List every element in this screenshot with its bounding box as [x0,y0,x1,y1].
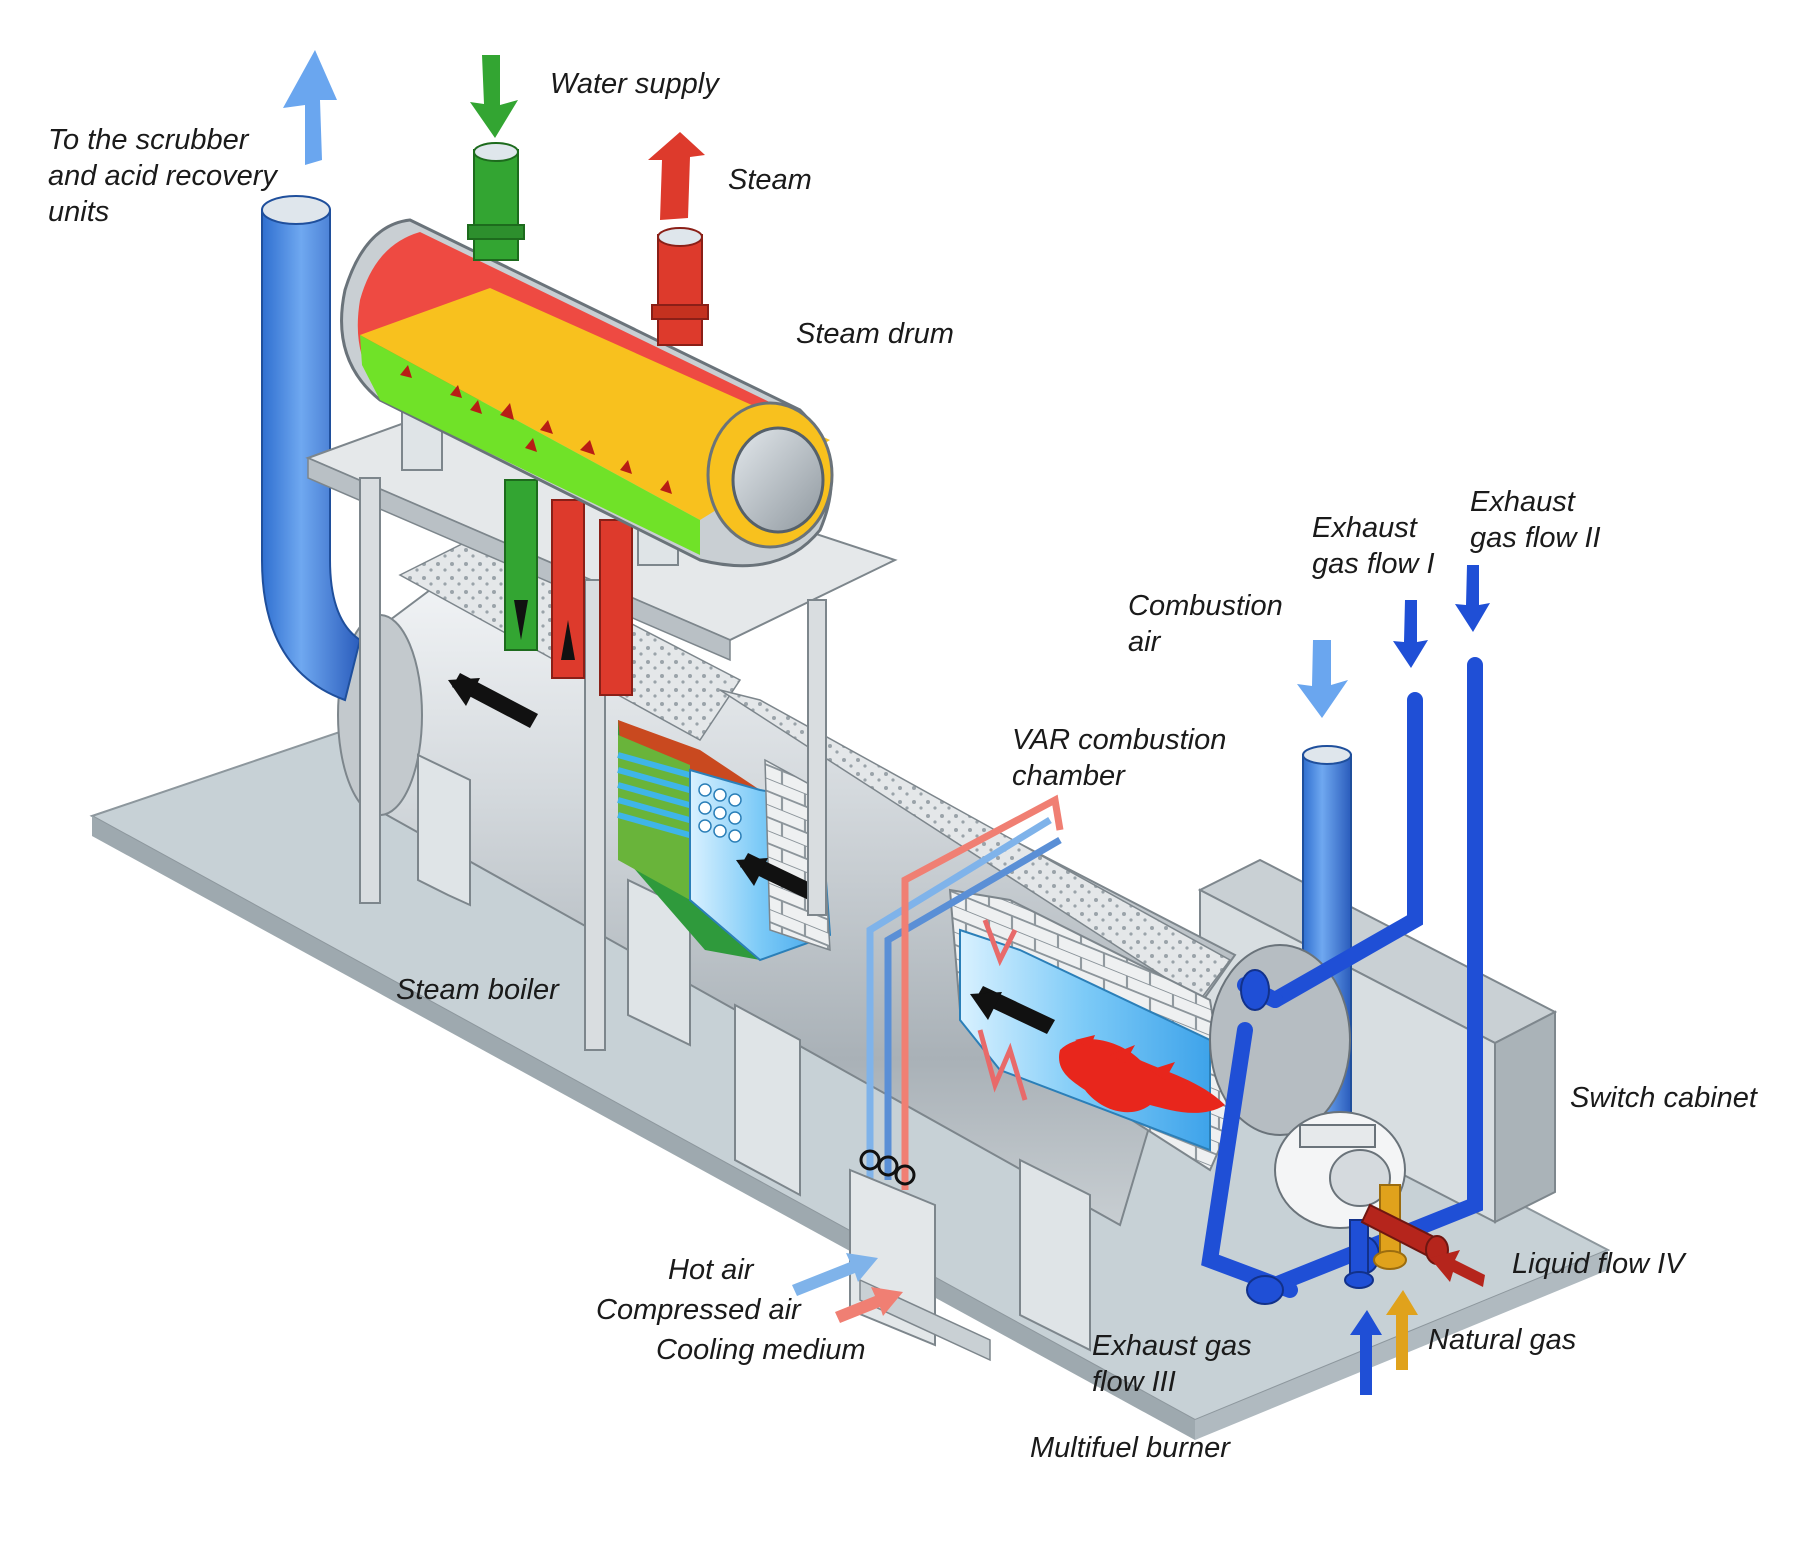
label-water-supply: Water supply [550,68,719,100]
label-liquid-flow-4: Liquid flow IV [1512,1248,1685,1280]
label-var-combustion-chamber-line-1: VAR combustion [1012,724,1227,756]
label-natural-gas: Natural gas [1428,1324,1577,1356]
label-exhaust-gas-flow-1-line-1: Exhaust [1312,512,1417,544]
label-to-scrubber-line-3: units [48,196,110,228]
flow-direction-arrow-icon [448,673,1055,1034]
label-combustion-air-line-1: Combustion [1128,590,1283,622]
steam-outlet-nozzle [651,227,709,346]
label-steam-boiler: Steam boiler [396,974,559,1006]
label-exhaust-gas-flow-1: Exhaust gas flow I [1312,510,1435,582]
label-exhaust-gas-flow-2: Exhaust gas flow II [1470,484,1601,556]
down-arrow-icon [470,55,1490,1287]
label-exhaust-gas-flow-3-line-2: flow III [1092,1366,1176,1398]
water-inlet-nozzle [467,142,525,261]
tube-sheet [698,783,742,843]
multifuel-burner [1209,944,1406,1229]
label-exhaust-gas-flow-2-line-2: gas flow II [1470,522,1601,554]
label-exhaust-gas-flow-3-line-1: Exhaust gas [1092,1330,1252,1362]
boiler-saddles [417,753,1091,1352]
label-to-scrubber-line-1: To the scrubber [48,124,249,156]
up-arrow-icon [283,50,1418,1395]
label-to-scrubber: To the scrubber and acid recovery units [48,122,277,230]
air-input-arrows [792,1253,903,1323]
label-switch-cabinet: Switch cabinet [1570,1082,1757,1114]
label-steam: Steam [728,164,812,196]
label-steam-drum: Steam drum [796,318,954,350]
label-combustion-air: Combustion air [1128,588,1283,660]
steam-bubbles [400,365,672,494]
supply-lines [866,794,1064,1190]
label-compressed-air: Compressed air [596,1294,801,1326]
label-var-combustion-chamber: VAR combustion chamber [1012,722,1226,794]
label-to-scrubber-line-2: and acid recovery [48,160,277,192]
label-exhaust-gas-flow-3: Exhaust gas flow III [1092,1328,1252,1400]
label-exhaust-gas-flow-1-line-2: gas flow I [1312,548,1435,580]
label-combustion-air-line-2: air [1128,626,1161,658]
label-var-combustion-chamber-line-2: chamber [1012,760,1125,792]
flame-icon [1059,1035,1225,1113]
label-hot-air: Hot air [668,1254,754,1286]
riser-downcomer-pipes [504,479,633,696]
fire-tubes [617,752,701,841]
label-cooling-medium: Cooling medium [656,1334,866,1366]
var-combustion-chamber [948,888,1232,1172]
label-exhaust-gas-flow-2-line-1: Exhaust [1470,486,1575,518]
label-multifuel-burner: Multifuel burner [1030,1432,1230,1464]
steam-drum [340,218,834,568]
exhaust-stack-pipe [261,195,362,702]
